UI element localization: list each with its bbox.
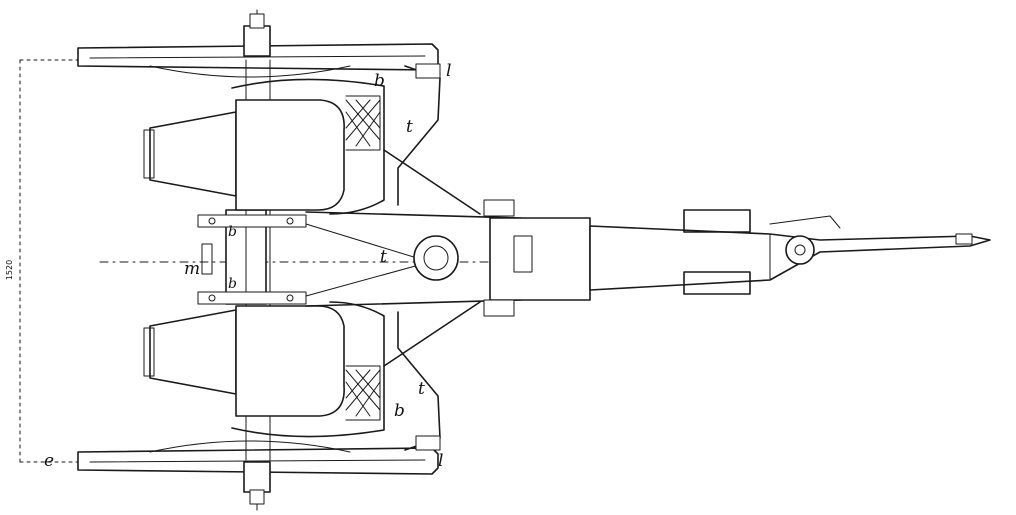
track-dimension-line: 1520: [5, 59, 81, 463]
upper-seat: [143, 78, 385, 215]
label-t-center: t: [380, 247, 387, 267]
label-b-axle-bottom: b: [228, 276, 237, 292]
lower-seat: [143, 301, 385, 438]
axle: [197, 59, 307, 461]
part-labels: b l t b b m t t b l e: [44, 61, 451, 471]
label-t-lower: t: [418, 379, 425, 399]
central-frame: [305, 199, 591, 317]
label-b-lower: b: [394, 401, 405, 421]
label-t-upper: t: [406, 117, 413, 137]
label-m: m: [184, 259, 200, 279]
upper-wheel: [77, 9, 439, 78]
label-e: e: [44, 451, 54, 471]
label-l-lower: l: [438, 451, 443, 471]
dimension-label: 1520: [5, 260, 14, 280]
label-b-upper: b: [374, 71, 385, 91]
frame-braces: [383, 63, 481, 451]
drawbar-pole: [589, 209, 991, 295]
lower-wheel: [77, 440, 439, 511]
label-l-upper: l: [446, 61, 451, 81]
label-b-axle-top: b: [228, 224, 237, 240]
